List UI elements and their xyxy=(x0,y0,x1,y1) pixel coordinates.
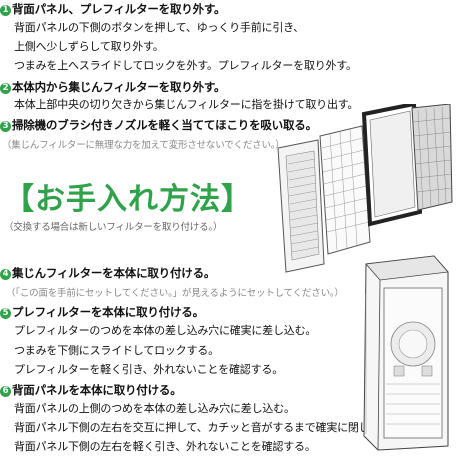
step-1-line: つまみを上へスライドしてロックを外す。プレフィルターを取り外す。 xyxy=(14,59,357,72)
step-5-line: プレフィルターのつめを本体の差し込み穴に確実に差し込む。 xyxy=(14,324,317,337)
page-title: 【お手入れ方法】 xyxy=(4,182,252,217)
step-6-line: 背面パネル下側の左右を交互に押して、カチッと音がするまで確実に閉じる。 xyxy=(14,421,392,434)
step-number-badge: 2 xyxy=(0,83,11,94)
step-number-badge: 1 xyxy=(0,5,11,16)
mesh-filter-illustration xyxy=(411,104,453,211)
step-number-badge: 5 xyxy=(0,308,11,319)
step-number-badge: 4 xyxy=(0,269,11,280)
step-number-badge: 3 xyxy=(0,121,11,132)
dust-filter-illustration xyxy=(361,104,423,227)
step-5-line: プレフィルターを軽く引き、外れないことを確認する。 xyxy=(14,363,284,376)
back-panel-illustration xyxy=(277,139,325,273)
step-2-line: 本体上部中央の切り欠きから集じんフィルターに指を掛けて取り出す。 xyxy=(14,98,359,111)
step-6-line: 背面パネル下側の左右を軽く引き、外れないことを確認する。 xyxy=(14,440,316,453)
title-note: （交換する場合は新しいフィルターを取り付ける。） xyxy=(4,222,223,233)
step-1-line: 背面パネルの下側のボタンを押して、ゆっくり手前に引き、 xyxy=(14,21,304,34)
orientation-note: （「この面を手前にセットしてください。」が見えるようにセットしてください。） xyxy=(6,288,344,299)
step-1-line: 上側へ少しずらして取り外す。 xyxy=(14,40,164,53)
air-purifier-unit-illustration xyxy=(363,255,449,451)
step-5-line: つまみを下側にスライドしてロックする。 xyxy=(14,344,219,357)
filter-exploded-illustration xyxy=(277,104,453,273)
step-6-line: 背面パネルの上側のつめを本体の差し込み穴に差し込む。 xyxy=(14,402,295,415)
step-number-badge: 6 xyxy=(0,386,11,397)
pre-filter-illustration xyxy=(319,125,371,255)
caution-note: （集じんフィルターに無理な力を加えて変形させないでください。） xyxy=(2,140,285,151)
